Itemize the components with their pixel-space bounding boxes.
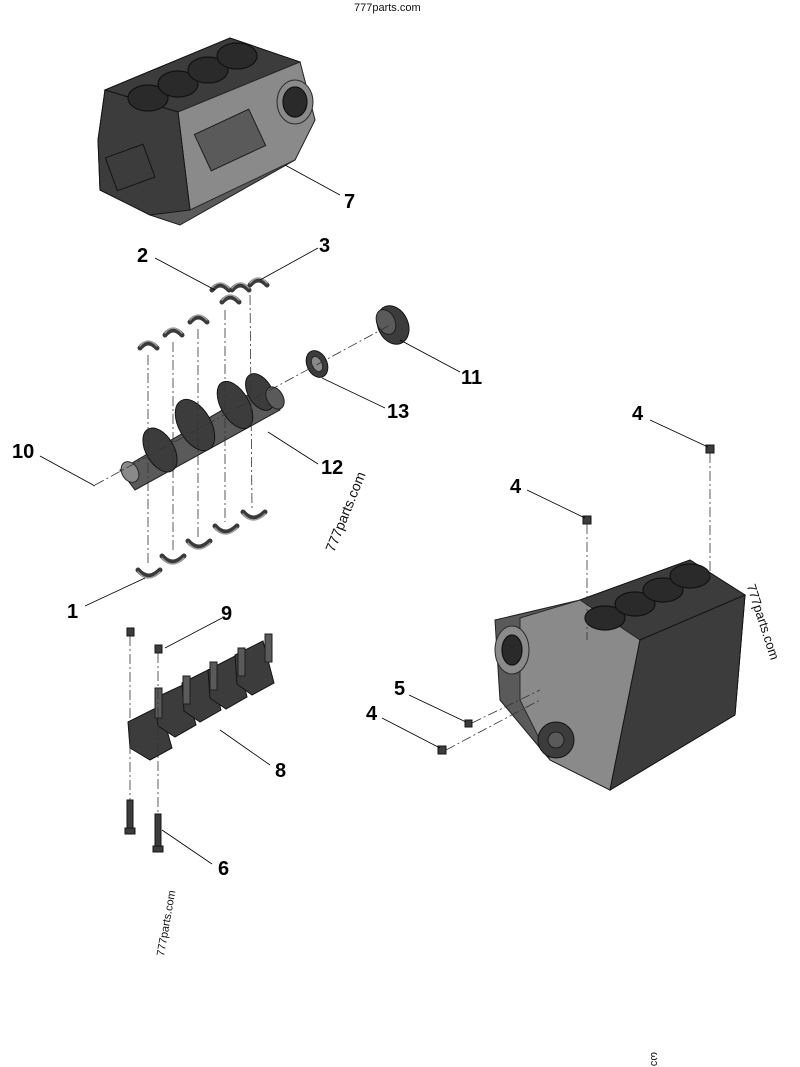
main-cap-nuts[interactable]	[126, 627, 163, 654]
crank-axis-line	[94, 324, 391, 486]
main-bearing-caps[interactable]	[127, 633, 275, 761]
callout-1: 1	[67, 601, 78, 623]
bearing-alignment-lines	[147, 294, 253, 565]
crank-seal[interactable]	[371, 301, 415, 350]
callout-7: 7	[344, 191, 355, 213]
callout-4-bottom: 4	[366, 703, 378, 725]
callout-6: 6	[218, 858, 229, 880]
main-cap-bolts[interactable]	[124, 799, 164, 853]
callout-11: 11	[461, 367, 482, 389]
callout-3: 3	[319, 235, 330, 257]
callout-13: 13	[387, 401, 409, 423]
dowel-pins[interactable]	[437, 444, 715, 755]
callout-labels: 7 2 3 10 11 13 12 1 9 8 6 4 4 5 4	[12, 191, 644, 880]
callout-5: 5	[394, 678, 405, 700]
engine-block-bottom[interactable]	[494, 559, 747, 792]
lower-bearing-shells[interactable]	[135, 509, 268, 579]
callout-2: 2	[137, 245, 148, 267]
watermark-top: 777parts.com	[354, 2, 421, 14]
callout-8: 8	[275, 760, 286, 782]
engine-block-top[interactable]	[97, 37, 316, 226]
crankshaft[interactable]	[118, 369, 288, 491]
upper-bearing-shells[interactable]	[137, 277, 270, 351]
callout-4-top: 4	[632, 403, 644, 425]
callout-10: 10	[12, 441, 34, 463]
callout-4-mid: 4	[510, 476, 522, 498]
callout-12: 12	[321, 457, 343, 479]
crank-sprocket[interactable]	[302, 347, 332, 381]
callout-9: 9	[221, 603, 232, 625]
pin-line-4	[471, 689, 541, 724]
leader-lines	[39, 164, 709, 865]
